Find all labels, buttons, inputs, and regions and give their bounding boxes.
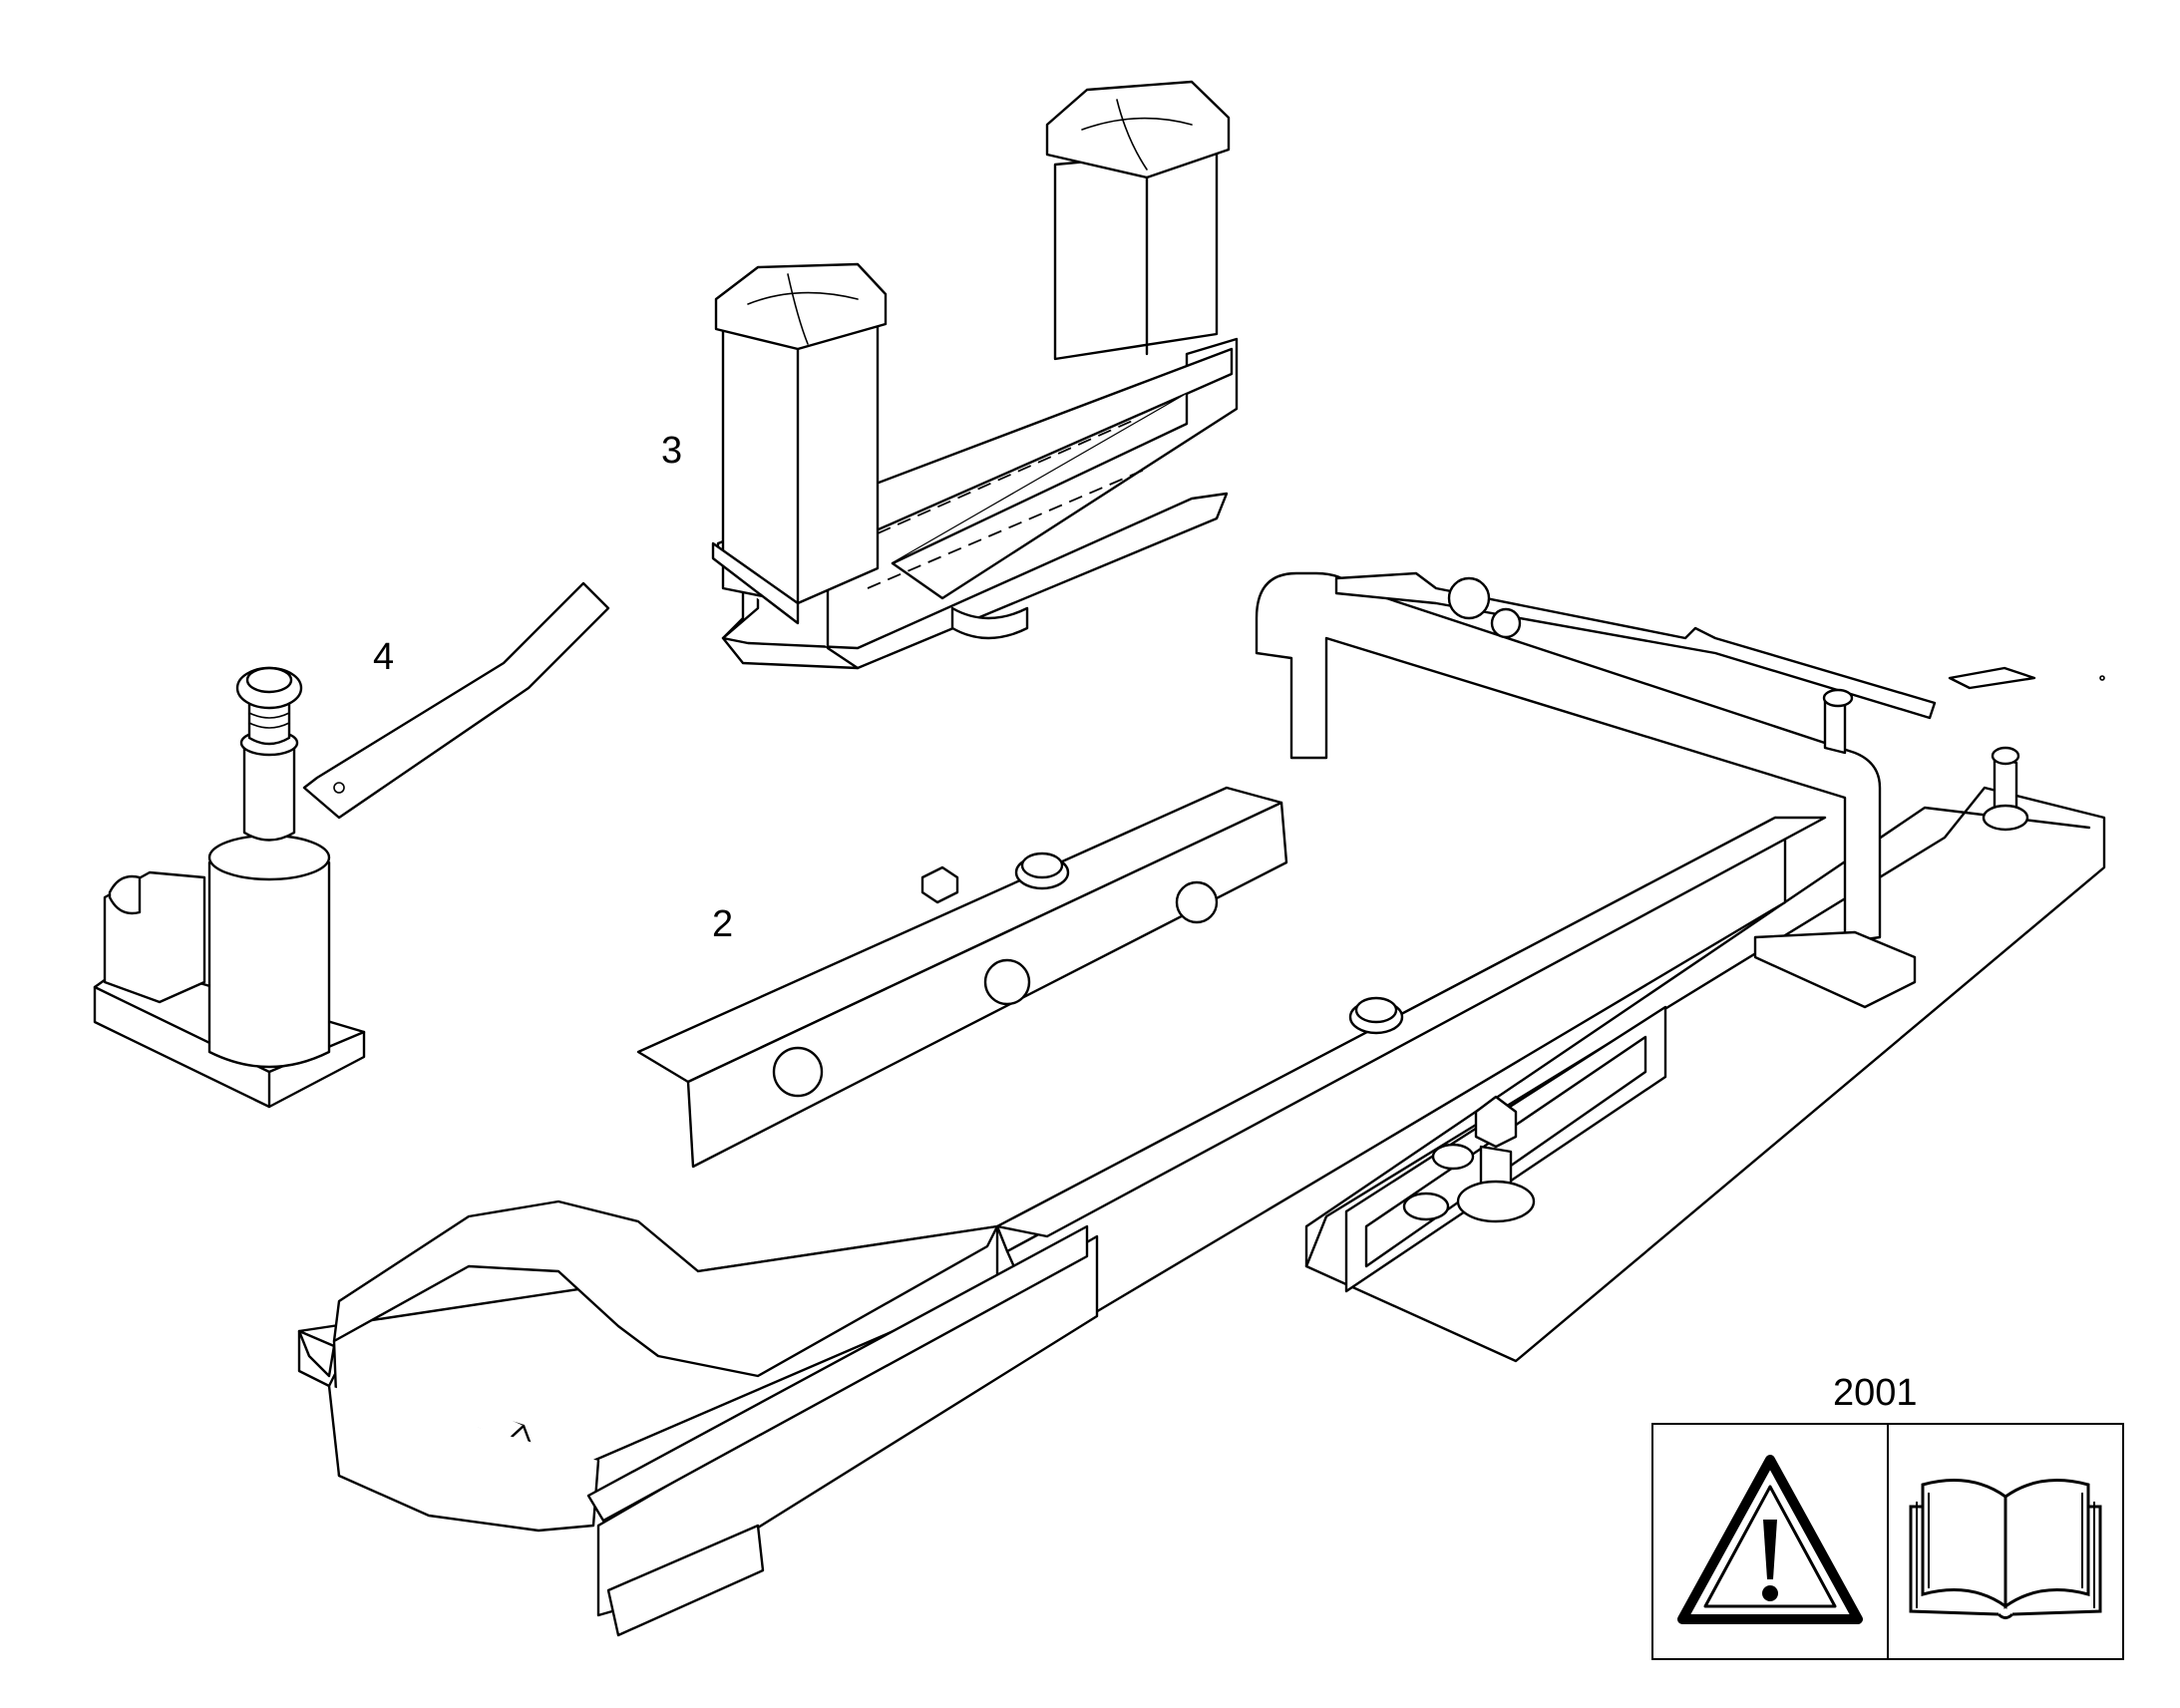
manual-cell [1887,1425,2122,1658]
support-stand-part [711,80,1239,670]
warning-cell [1653,1425,1887,1658]
manual-book-icon [1909,1479,2102,1619]
stray-mark [2099,675,2105,681]
safety-symbol-panel [1651,1423,2124,1660]
warning-icon [1677,1455,1863,1624]
drawing-code-label: 2001 [1833,1372,1918,1414]
callout-part-4: 4 [373,636,395,678]
callout-part-2: 2 [712,903,734,945]
bottle-jack-part [93,581,610,1109]
callout-part-3: 3 [661,430,683,472]
bench-frame-part [297,571,2106,1637]
